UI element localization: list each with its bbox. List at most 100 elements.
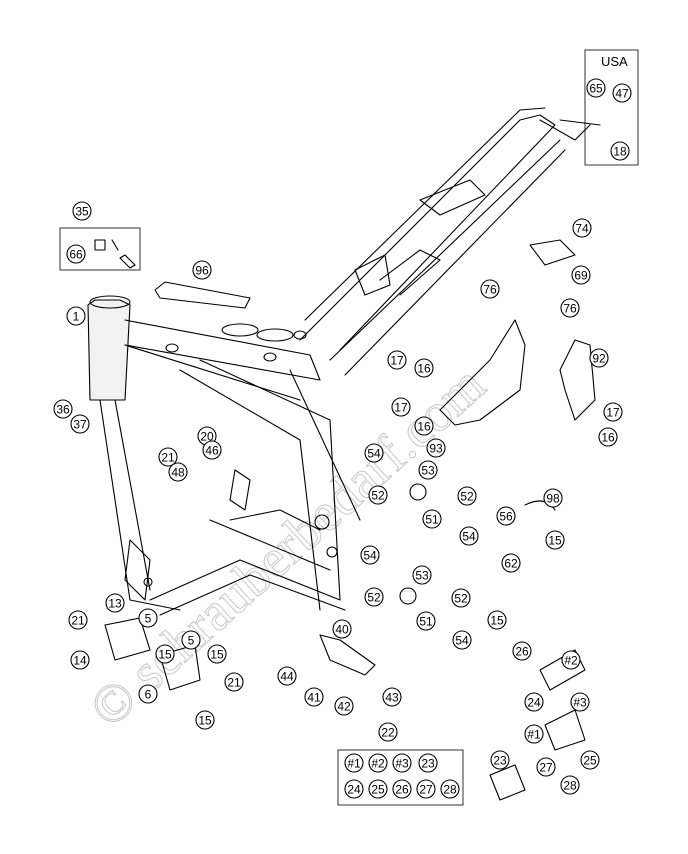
callout-label: 20 xyxy=(200,430,214,444)
heel-guard-25 xyxy=(544,709,586,751)
plate-96 xyxy=(154,281,251,309)
callout-circle xyxy=(545,530,565,550)
callout-circle xyxy=(570,692,590,712)
callout-c74: 74 xyxy=(572,218,592,238)
callout-c54d: 54 xyxy=(452,630,472,650)
callout-circle xyxy=(72,201,92,221)
callout-label: 93 xyxy=(429,442,443,456)
callout-c15e: 15 xyxy=(487,610,507,630)
callout-label: 17 xyxy=(390,354,404,368)
callout-circle xyxy=(603,402,623,422)
callout-c76b: 76 xyxy=(560,298,580,318)
callout-label: 44 xyxy=(280,670,294,684)
callout-label: 92 xyxy=(592,352,606,366)
callout-c27b: 27 xyxy=(536,757,556,777)
callout-label: 35 xyxy=(75,205,89,219)
callout-circle xyxy=(426,438,446,458)
callout-circle xyxy=(416,611,436,631)
callout-label: 21 xyxy=(71,614,85,628)
callout-c13: 13 xyxy=(105,593,125,613)
callout-c76a: 76 xyxy=(480,279,500,299)
callout-label: 40 xyxy=(335,623,349,637)
callout-label: 22 xyxy=(381,726,395,740)
callout-label: 25 xyxy=(583,754,597,768)
callout-label: 53 xyxy=(415,569,429,583)
callout-c36: 36 xyxy=(53,399,73,419)
callout-label: 56 xyxy=(499,510,513,524)
callout-label: 17 xyxy=(606,406,620,420)
callout-c21a: 21 xyxy=(158,447,178,467)
callout-label: 54 xyxy=(363,549,377,563)
callout-c25a: 25 xyxy=(368,779,388,799)
callout-c52d: 52 xyxy=(451,588,471,608)
callout-c96: 96 xyxy=(192,260,212,280)
callout-circle xyxy=(224,672,244,692)
callout-label: 65 xyxy=(589,82,603,96)
callout-circle xyxy=(561,650,581,670)
callout-label: #3 xyxy=(395,757,409,771)
callout-circle xyxy=(598,427,618,447)
callout-c24a: 24 xyxy=(344,779,364,799)
callout-c44: 44 xyxy=(277,666,297,686)
callout-circle xyxy=(512,641,532,661)
callout-circle xyxy=(418,753,438,773)
callout-h3a: #3 xyxy=(392,753,412,773)
callout-label: 27 xyxy=(419,783,433,797)
roller-53b xyxy=(399,587,417,605)
callout-label: 51 xyxy=(419,615,433,629)
callout-c23b: 23 xyxy=(490,750,510,770)
callout-c26a: 26 xyxy=(392,779,412,799)
callout-label: 21 xyxy=(227,676,241,690)
callout-c48: 48 xyxy=(168,462,188,482)
callout-circle xyxy=(524,692,544,712)
callout-circle xyxy=(560,775,580,795)
heel-guard-23 xyxy=(489,764,526,801)
callout-label: 53 xyxy=(421,464,435,478)
callout-circle xyxy=(422,509,442,529)
callout-label: 47 xyxy=(615,87,629,101)
callout-label: 98 xyxy=(546,492,560,506)
callout-c24b: 24 xyxy=(524,692,544,712)
callout-c5b: 5 xyxy=(181,630,201,650)
callout-h2a: #2 xyxy=(368,753,388,773)
callout-circle xyxy=(416,779,436,799)
callout-circle xyxy=(181,630,201,650)
callout-circle xyxy=(501,553,521,573)
callout-circle xyxy=(66,306,86,326)
callout-circle xyxy=(378,722,398,742)
callout-circle xyxy=(572,218,592,238)
callout-label: 16 xyxy=(601,431,615,445)
callout-c43: 43 xyxy=(382,687,402,707)
callout-circle xyxy=(490,750,510,770)
usa-box-label: USA xyxy=(601,54,628,69)
callout-c16a: 16 xyxy=(414,358,434,378)
callout-label: 42 xyxy=(337,700,351,714)
callout-label: 52 xyxy=(454,592,468,606)
callout-c28b: 28 xyxy=(560,775,580,795)
callout-c40: 40 xyxy=(332,619,352,639)
callout-circle xyxy=(452,630,472,650)
callout-circle xyxy=(334,696,354,716)
callout-label: 52 xyxy=(367,591,381,605)
callout-circle xyxy=(586,78,606,98)
callout-label: 1 xyxy=(73,310,80,324)
callout-circle xyxy=(524,724,544,744)
chain-guide-92 xyxy=(559,339,596,421)
frame-drawing xyxy=(87,107,601,616)
callout-circle xyxy=(368,485,388,505)
callout-c16b: 16 xyxy=(414,416,434,436)
callout-c1: 1 xyxy=(66,306,86,326)
callout-label: #2 xyxy=(371,757,385,771)
callout-circle xyxy=(414,358,434,378)
callout-circle xyxy=(168,462,188,482)
callout-label: 62 xyxy=(504,557,518,571)
callout-c26b: 26 xyxy=(512,641,532,661)
callout-c47: 47 xyxy=(612,83,632,103)
detail-box-35 xyxy=(59,227,141,271)
callout-label: 15 xyxy=(158,648,172,662)
callout-label: 96 xyxy=(195,264,209,278)
callout-circle xyxy=(364,587,384,607)
callout-c17b: 17 xyxy=(391,397,411,417)
callout-label: 26 xyxy=(515,645,529,659)
callout-circle xyxy=(440,779,460,799)
